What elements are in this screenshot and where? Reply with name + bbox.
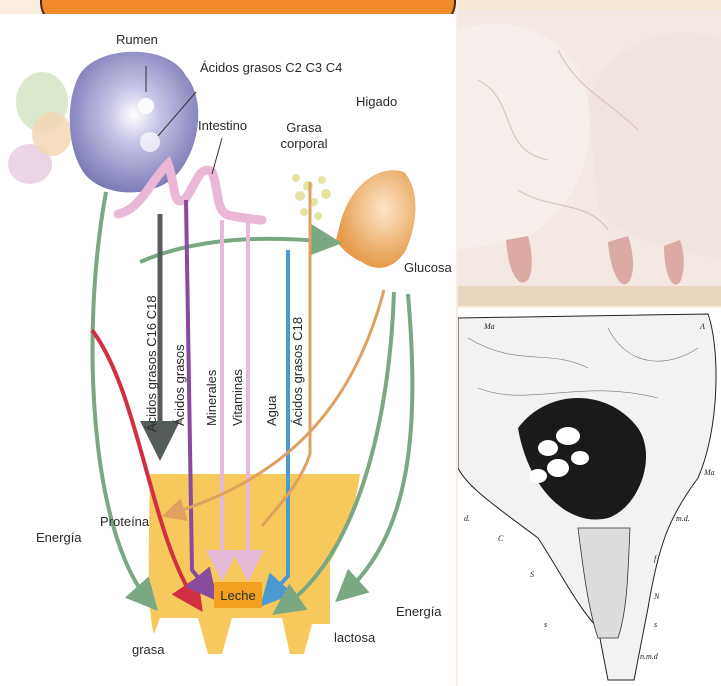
- arrow-energy-left: [93, 192, 150, 602]
- acidos-c16c18-label: Ácidos grasos C16 C18: [144, 295, 159, 432]
- acidos-c2c3c4-label: Ácidos grasos C2 C3 C4: [200, 60, 342, 75]
- grasa-corporal-label-2: corporal: [281, 136, 328, 151]
- minerales-label: Minerales: [204, 369, 219, 426]
- anatomy-label-f: f: [654, 554, 656, 563]
- rumen-label: Rumen: [116, 32, 158, 47]
- anatomy-label-n: N: [654, 592, 659, 601]
- anatomy-label-ma-right: Ma: [704, 468, 715, 477]
- acidos-grasos-label: Ácidos grasos: [172, 344, 187, 426]
- agua-label: Agua: [264, 395, 279, 426]
- energia-right-label: Energía: [396, 604, 442, 619]
- glucosa-label: Glucosa: [404, 260, 452, 275]
- grasa-corporal-label-1: Grasa: [286, 120, 322, 135]
- anatomy-label-s-left: S: [530, 570, 534, 579]
- milk-synthesis-diagram: Leche Rumen Ácidos grasos C2 C3 C4 Intes…: [0, 14, 456, 686]
- proteina-label: Proteína: [100, 514, 150, 529]
- background-strip: [458, 0, 721, 10]
- lactosa-label: lactosa: [334, 630, 376, 645]
- acidos-c18-label: Ácidos grasos C18: [290, 317, 305, 426]
- intestino-label: Intestino: [198, 118, 247, 133]
- liver-illustration: [336, 170, 416, 268]
- diagram-svg: Leche Rumen Ácidos grasos C2 C3 C4 Intes…: [0, 14, 456, 686]
- anatomy-label-md: m.d.: [676, 514, 690, 523]
- udder-illustration: [149, 474, 360, 654]
- udder-anatomy-drawing: Ma A Ma d. m.d. C S f N s s n.m.d: [458, 308, 721, 686]
- anatomy-label-s-right: s: [654, 620, 657, 629]
- anatomy-label-d: d.: [464, 514, 470, 523]
- cow-udder-photo: [458, 10, 721, 306]
- energia-left-label: Energía: [36, 530, 82, 545]
- arrow-rumen-to-liver: [140, 239, 330, 262]
- grasa-label: grasa: [132, 642, 165, 657]
- vitaminas-label: Vitaminas: [230, 369, 245, 426]
- anatomy-label-nmd: n.m.d: [640, 652, 658, 661]
- anatomy-label-a: A: [700, 322, 705, 331]
- leche-label: Leche: [220, 588, 255, 603]
- anatomy-label-c: C: [498, 534, 503, 543]
- anatomy-label-s-bottom: s: [544, 620, 547, 629]
- higado-label: Higado: [356, 94, 397, 109]
- anatomy-label-ma-top: Ma: [484, 322, 495, 331]
- arrow-energy-right: [344, 294, 412, 594]
